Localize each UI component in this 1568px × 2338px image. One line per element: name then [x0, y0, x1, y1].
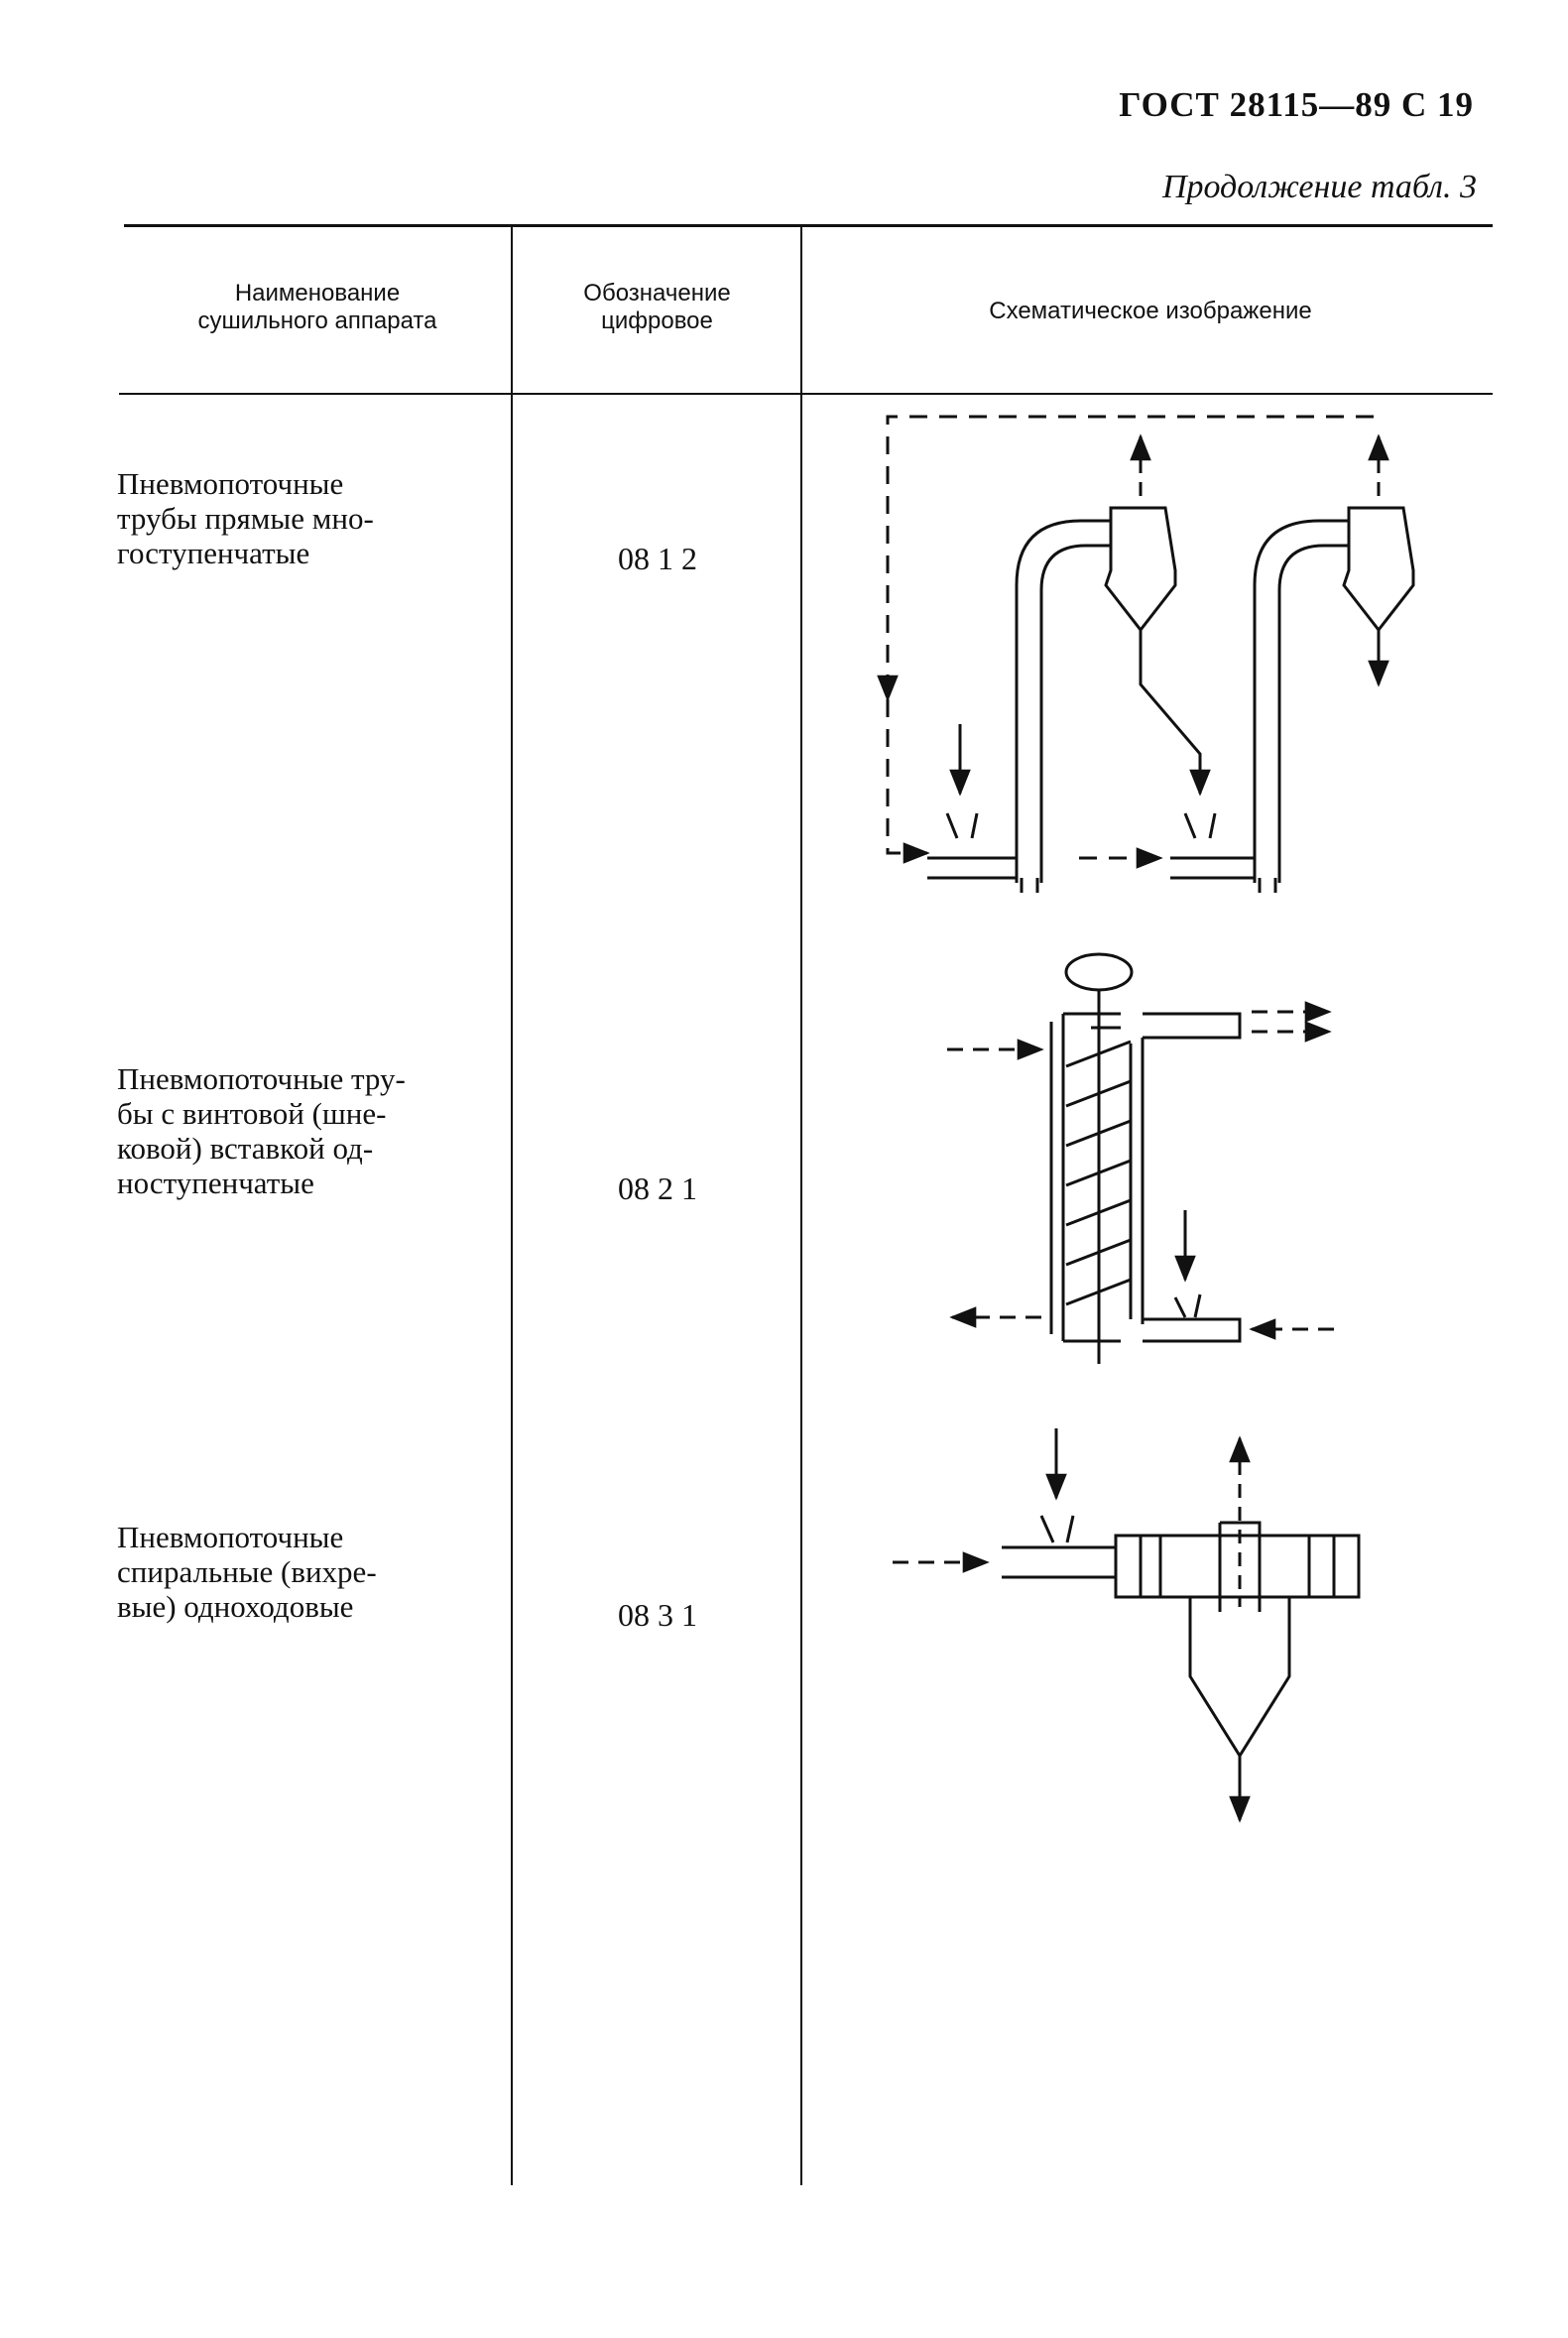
row-3-code: 08 3 1 [618, 1597, 697, 1633]
spiral-vortex-dryer-diagram-icon [893, 1428, 1361, 1823]
column-header-code-line1: Обозначение [583, 280, 731, 307]
row-1-name-line: Пневмопоточные [117, 466, 344, 501]
two-stage-pneumatic-dryer-diagram-icon [877, 415, 1415, 893]
table-continuation-label: Продолжение табл. 3 [1161, 169, 1477, 205]
row-2-name-line: бы с винтовой (шне- [117, 1096, 387, 1131]
column-header-code-line2: цифровое [601, 308, 713, 334]
column-divider-2 [800, 226, 802, 2185]
document-code: ГОСТ 28115—89 С 19 [1119, 85, 1474, 124]
column-header-code: Обозначение цифровое [516, 280, 798, 335]
column-header-name: Наименование сушильного аппарата [129, 280, 506, 335]
row-2-name-line: ковой) вставкой од- [117, 1131, 374, 1166]
row-3-name: Пневмопоточные спиральные (вихре- вые) о… [117, 1520, 474, 1624]
row-2-code: 08 2 1 [618, 1170, 697, 1206]
row-3-name-line: вые) одноходовые [117, 1589, 354, 1624]
row-1-name: Пневмопоточные трубы прямые мно- гоступе… [117, 466, 474, 570]
row-1-code: 08 1 2 [618, 541, 697, 576]
column-header-name-line1: Наименование [234, 280, 401, 307]
table-header-rule [119, 393, 1493, 395]
screw-insert-pneumatic-dryer-diagram-icon [947, 952, 1334, 1364]
row-2-name-line: Пневмопоточные тру- [117, 1061, 406, 1096]
row-3-name-line: Пневмопоточные [117, 1520, 344, 1554]
column-header-name-line2: сушильного аппарата [197, 308, 437, 334]
row-2-name-line: ноступенчатые [117, 1166, 314, 1200]
column-header-schema: Схематическое изображение [989, 298, 1312, 324]
row-3-name-line: спиральные (вихре- [117, 1554, 377, 1589]
column-divider-1 [511, 226, 513, 2185]
table-top-rule [124, 224, 1493, 227]
row-1-name-line: трубы прямые мно- [117, 501, 374, 536]
row-1-name-line: гоступенчатые [117, 536, 310, 570]
row-2-name: Пневмопоточные тру- бы с винтовой (шне- … [117, 1061, 474, 1200]
